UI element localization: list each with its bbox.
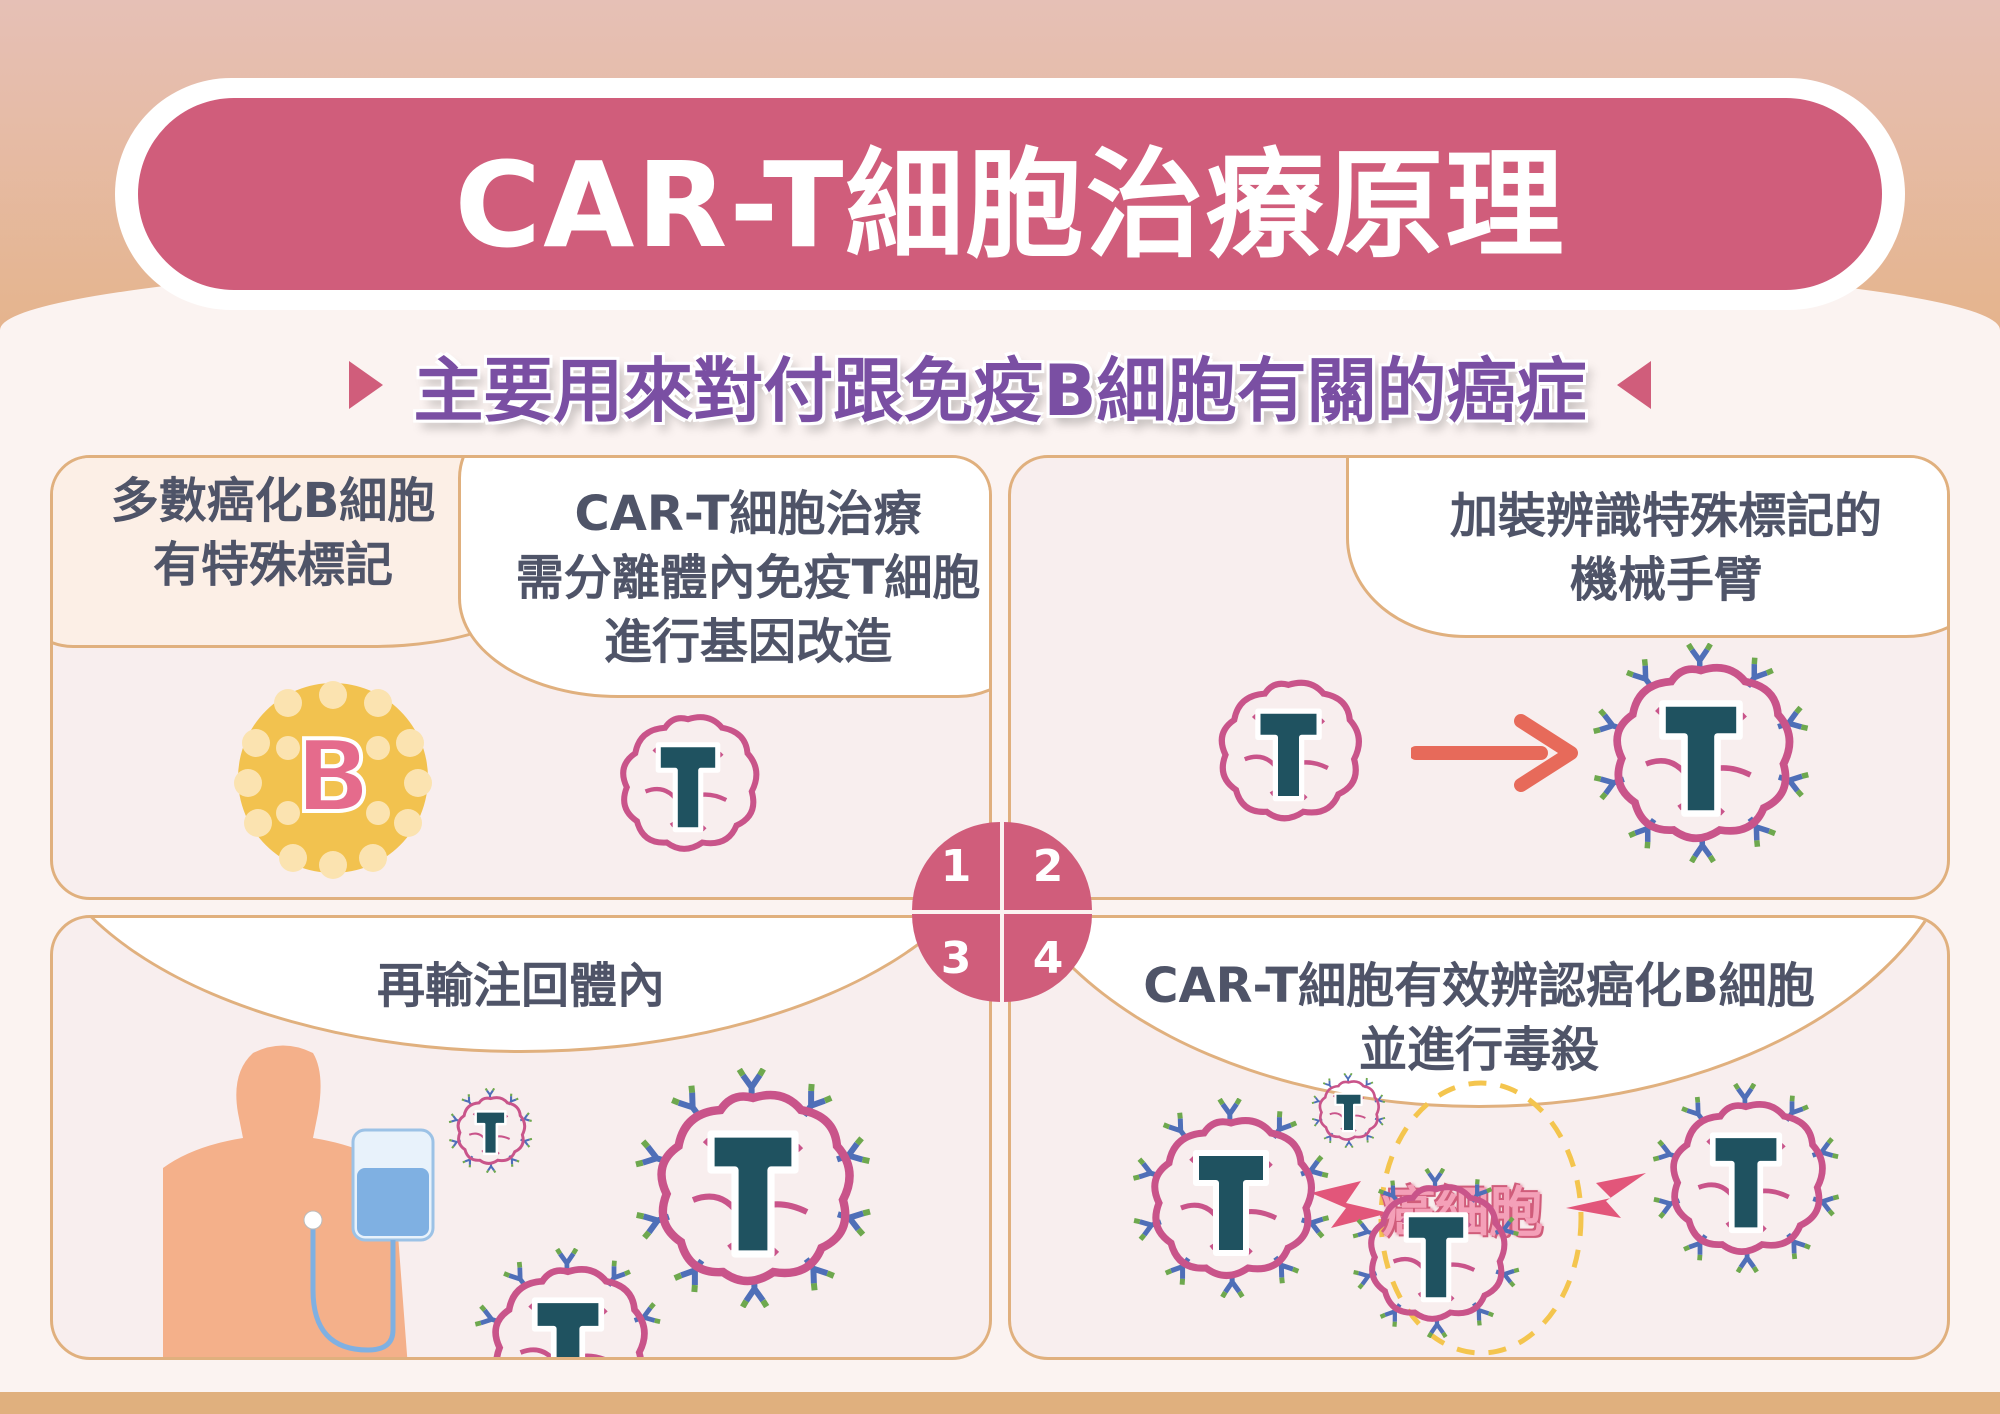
t-cell-graphic bbox=[1593, 642, 1809, 864]
step-badge-1: 1 bbox=[912, 822, 1000, 910]
receptor-icon bbox=[1628, 817, 1657, 849]
bubble-line: 需分離體內免疫T細胞 bbox=[515, 550, 981, 606]
t-cell-graphic bbox=[1218, 679, 1362, 822]
t-cell-graphic bbox=[474, 1247, 661, 1360]
step-number: 4 bbox=[1032, 932, 1064, 984]
receptor-icon bbox=[1217, 1097, 1242, 1125]
panel-header-line: 並進行毒殺 bbox=[1358, 1022, 1599, 1078]
b-cell-label: B bbox=[293, 716, 373, 837]
patient-silhouette bbox=[163, 1045, 408, 1357]
panel-header-line: CAR-T細胞有效辨認癌化B細胞 bbox=[1143, 958, 1815, 1014]
triangle-right-icon bbox=[349, 361, 384, 409]
car-t-cell bbox=[1591, 642, 1811, 864]
bubble-line: CAR-T細胞治療 bbox=[574, 486, 922, 542]
t-cell bbox=[603, 698, 773, 868]
receptor-icon bbox=[1593, 708, 1625, 734]
car-t-cell bbox=[448, 1087, 533, 1174]
receptor-icon bbox=[1377, 1180, 1401, 1204]
t-letter bbox=[1334, 1092, 1363, 1133]
speech-bubble-b-cell: 多數癌化B細胞 有特殊標記 bbox=[53, 458, 533, 648]
cancer-cell-outline bbox=[1378, 1080, 1584, 1356]
car-t-cell bbox=[633, 1067, 873, 1309]
bubble-line: 多數癌化B細胞 bbox=[110, 473, 436, 529]
t-cell-graphic bbox=[448, 1087, 533, 1174]
t-letter bbox=[1709, 1132, 1783, 1234]
t-cell-graphic bbox=[635, 1067, 871, 1309]
panel-step-4: CAR-T細胞有效辨認癌化B細胞 並進行毒殺 癌細胞 bbox=[1008, 915, 1950, 1360]
receptor-icon bbox=[801, 1083, 833, 1118]
speech-bubble-car-t: CAR-T細胞治療 需分離體內免疫T細胞 進行基因改造 bbox=[458, 458, 989, 698]
car-t-cell bbox=[1311, 1072, 1386, 1149]
t-letter bbox=[474, 1110, 507, 1156]
panel-step-1: 多數癌化B細胞 有特殊標記 CAR-T細胞治療 需分離體內免疫T細胞 進行基因改… bbox=[50, 455, 992, 900]
panel-step-3: 再輸注回體內 bbox=[50, 915, 992, 1360]
bubble-line: 有特殊標記 bbox=[152, 537, 393, 593]
receptor-icon bbox=[635, 1139, 670, 1168]
t-letter bbox=[1255, 708, 1322, 802]
t-letter bbox=[1659, 700, 1743, 817]
bubble-line: 進行基因改造 bbox=[603, 614, 892, 670]
car-t-cell bbox=[1131, 1097, 1331, 1299]
receptor-icon bbox=[1164, 1257, 1191, 1285]
step-badge-2: 2 bbox=[1004, 822, 1092, 910]
step-number: 1 bbox=[940, 840, 972, 892]
receptor-icon bbox=[503, 1261, 528, 1289]
t-cell-graphic bbox=[1352, 1167, 1520, 1339]
receptor-icon bbox=[519, 1112, 532, 1122]
t-letter bbox=[1403, 1212, 1469, 1303]
receptor-icon bbox=[476, 1357, 505, 1360]
receptor-icon bbox=[1471, 1302, 1495, 1326]
panel-header: 再輸注回體內 bbox=[376, 957, 665, 1014]
t-cell-graphic bbox=[1132, 1097, 1330, 1299]
bubble-line: 加裝辨識特殊標記的 bbox=[1449, 488, 1882, 544]
speech-bubble-receptor: 加裝辨識特殊標記的 機械手臂 bbox=[1346, 458, 1947, 638]
subtitle-row: 主要用來對付跟免疫B細胞有關的癌症 bbox=[0, 340, 2000, 432]
receptor-icon bbox=[1379, 1303, 1402, 1327]
header-bubble: 再輸注回體內 bbox=[53, 918, 989, 1053]
panel-step-2: 加裝辨識特殊標記的 機械手臂 bbox=[1008, 455, 1950, 900]
arrow-right-icon bbox=[1411, 714, 1578, 792]
receptor-icon bbox=[1343, 1072, 1353, 1083]
receptor-icon bbox=[632, 1355, 660, 1360]
iv-bag-icon bbox=[303, 1128, 435, 1353]
footer-bar bbox=[0, 1392, 2000, 1414]
lightning-icon bbox=[1311, 1181, 1389, 1228]
t-letter bbox=[707, 1130, 799, 1258]
t-cell-graphic bbox=[1311, 1072, 1386, 1149]
car-t-cell bbox=[1351, 1167, 1521, 1339]
t-cell-graphic bbox=[1652, 1082, 1840, 1274]
receptor-icon bbox=[1735, 1248, 1759, 1274]
t-cell-graphic bbox=[620, 714, 760, 852]
car-t-cell bbox=[1651, 1082, 1841, 1274]
t-letter bbox=[1193, 1150, 1269, 1256]
receptor-icon bbox=[555, 1247, 579, 1273]
receptor-icon bbox=[484, 1087, 496, 1100]
bubble-line: 機械手臂 bbox=[1569, 552, 1762, 608]
triangle-left-icon bbox=[1616, 361, 1651, 409]
t-cell bbox=[1201, 663, 1376, 838]
t-letter bbox=[655, 742, 721, 833]
page-title: CAR-T細胞治療原理 bbox=[454, 135, 1566, 274]
receptor-icon bbox=[633, 1302, 661, 1324]
t-letter bbox=[531, 1297, 605, 1357]
step-number: 3 bbox=[940, 932, 972, 984]
b-cell: B bbox=[228, 673, 438, 883]
title-banner: CAR-T細胞治療原理 bbox=[138, 98, 1882, 290]
receptor-icon bbox=[1625, 658, 1655, 690]
lightning-icon bbox=[1566, 1173, 1646, 1218]
subtitle: 主要用來對付跟免疫B細胞有關的癌症 bbox=[413, 349, 1587, 432]
step-number: 2 bbox=[1032, 840, 1064, 892]
car-t-cell bbox=[473, 1247, 663, 1360]
